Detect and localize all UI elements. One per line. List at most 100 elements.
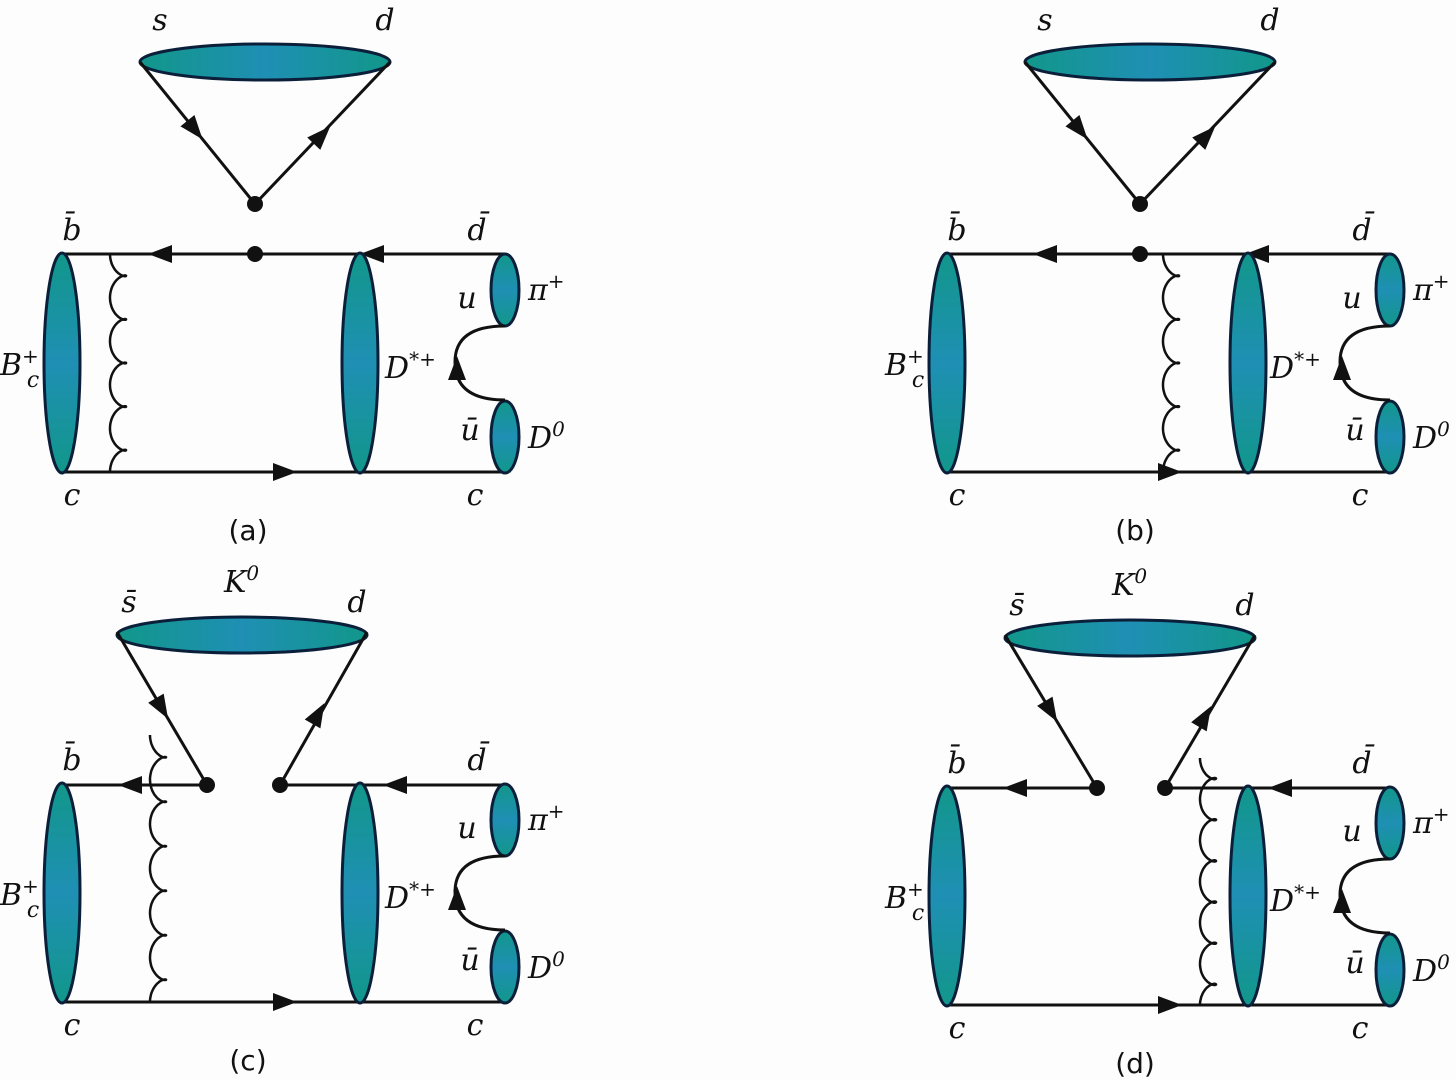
meson-label-bc-sup: + [22, 874, 39, 898]
quark-label-c-right: c [467, 478, 484, 513]
meson-label-k0-sup: 0 [1134, 564, 1147, 588]
meson-label-bc: B+c [0, 344, 39, 393]
arrow-up-icon [1333, 889, 1351, 913]
quark-label-c-left: c [949, 1011, 966, 1046]
meson-label-bc-sup: + [907, 877, 924, 901]
meson-label-d0-sup: 0 [552, 417, 565, 441]
meson-label-d0-base: D [527, 421, 552, 456]
u-quark-arc [453, 324, 506, 402]
d0-meson-ellipse [489, 929, 521, 1005]
vertex-dot [247, 246, 263, 262]
arrow-down-right-icon [148, 693, 169, 719]
quark-label-u-bar: ū [460, 413, 479, 448]
quark-label-s: s [152, 3, 167, 38]
arrow-up-icon [1333, 356, 1351, 380]
quark-label-d-bar: d̄ [1352, 210, 1374, 248]
quark-label-u: u [1342, 814, 1361, 849]
panel-caption: (c) [229, 1044, 266, 1077]
meson-label-bc: B+c [884, 344, 924, 393]
top-meson-ellipse [138, 42, 392, 82]
arrow-up-icon [448, 356, 466, 380]
meson-label-k0: K0 [223, 561, 259, 600]
quark-label-d-bar: d̄ [467, 210, 489, 248]
vertex-dot [199, 777, 215, 793]
arrow-left-icon [1268, 779, 1292, 797]
quark-label-s-bar: s̄ [1009, 588, 1024, 623]
quark-label-c-left: c [949, 478, 966, 513]
arrow-left-icon [1003, 779, 1027, 797]
meson-label-dstar-sup: *+ [409, 877, 436, 901]
top-meson-ellipse [1023, 42, 1277, 82]
d0-meson-ellipse [1374, 399, 1406, 475]
meson-label-dstar-base: D [1269, 884, 1294, 919]
meson-label-bc-base: B [884, 881, 907, 916]
bc-meson-ellipse [927, 251, 967, 475]
quark-label-b-bar: b̄ [947, 743, 966, 781]
u-quark-arc [453, 854, 506, 932]
meson-label-pi-sup: + [1433, 269, 1450, 293]
dstar-meson-ellipse [340, 781, 380, 1005]
meson-label-pi: π+ [527, 799, 564, 838]
meson-label-d0-base: D [1412, 954, 1437, 989]
meson-label-d0-base: D [527, 951, 552, 986]
bc-meson-ellipse [42, 251, 82, 475]
meson-label-pi-base: π [1412, 273, 1434, 308]
vertex-dot [272, 777, 288, 793]
meson-label-pi-sup: + [548, 799, 565, 823]
quark-label-c-left: c [64, 478, 81, 513]
arrow-up-icon [448, 886, 466, 910]
meson-label-dstar: D*+ [384, 877, 436, 916]
vertex-dot [1132, 246, 1148, 262]
quark-label-d-bar: d̄ [1352, 743, 1374, 781]
meson-label-dstar-base: D [1269, 351, 1294, 386]
meson-label-bc-sub: c [912, 368, 924, 393]
dstar-meson-ellipse [1228, 251, 1268, 475]
quark-label-c-right: c [1352, 478, 1369, 513]
dstar-meson-ellipse [1228, 784, 1268, 1008]
arrow-right-icon [273, 463, 297, 481]
meson-label-dstar-sup: *+ [409, 347, 436, 371]
meson-label-pi: π+ [1412, 802, 1449, 841]
d0-meson-ellipse [489, 399, 521, 475]
quark-label-c-right: c [467, 1008, 484, 1043]
meson-label-bc-base: B [884, 348, 907, 383]
arrow-left-icon [148, 245, 172, 263]
meson-label-d0: D0 [527, 947, 565, 986]
arrow-right-icon [273, 993, 297, 1011]
panel-caption: (d) [1115, 1047, 1155, 1080]
quark-label-s-bar: s̄ [121, 585, 136, 620]
d0-meson-ellipse [1374, 932, 1406, 1008]
meson-label-d0-base: D [1412, 421, 1437, 456]
meson-label-bc: B+c [884, 877, 924, 926]
meson-label-d0-sup: 0 [552, 947, 565, 971]
meson-label-bc-sub: c [27, 368, 39, 393]
vertex-dot [1157, 780, 1173, 796]
panel-caption: (b) [1115, 514, 1155, 547]
panel-caption: (a) [228, 514, 267, 547]
dstar-meson-ellipse [340, 251, 380, 475]
arrow-right-icon [1158, 463, 1182, 481]
meson-label-pi-base: π [1412, 806, 1434, 841]
quark-label-u-bar: ū [1345, 413, 1364, 448]
meson-label-dstar-sup: *+ [1294, 880, 1321, 904]
quark-label-u: u [457, 811, 476, 846]
quark-label-d-bar: d̄ [467, 740, 489, 778]
u-quark-arc [1338, 857, 1391, 935]
meson-label-pi-base: π [527, 803, 549, 838]
quark-label-c-right: c [1352, 1011, 1369, 1046]
gluon-line [1161, 254, 1181, 472]
meson-label-k0-sup: 0 [246, 561, 259, 585]
meson-label-bc-sub: c [912, 901, 924, 926]
vertex-dot [247, 196, 263, 212]
meson-label-dstar: D*+ [1269, 880, 1321, 919]
vertex-dot [1132, 196, 1148, 212]
meson-label-bc-base: B [0, 878, 22, 913]
arrow-down-right-icon [180, 115, 203, 140]
meson-label-k0-base: K [223, 565, 248, 600]
quark-label-d: d [1235, 588, 1254, 623]
pi-meson-ellipse [1374, 252, 1406, 328]
meson-label-k0-base: K [1111, 568, 1136, 603]
